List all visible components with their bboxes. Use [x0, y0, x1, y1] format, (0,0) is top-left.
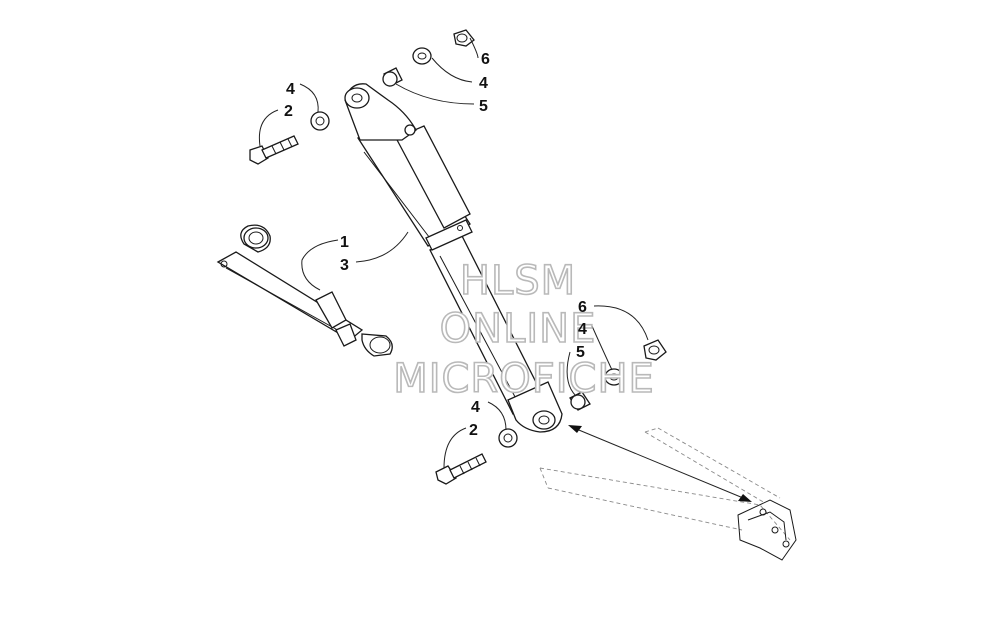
lower-hardware — [435, 339, 667, 485]
callout-3: 3 — [340, 257, 349, 274]
callout-5-right: 5 — [576, 344, 585, 361]
upper-hardware — [249, 29, 475, 165]
watermark-line1: HLSM — [460, 258, 576, 304]
watermark: HLSM ONLINE MICROFICHE — [392, 257, 655, 403]
shock-pump — [216, 224, 393, 357]
watermark-line3: MICROFICHE — [393, 356, 655, 402]
callout-4-right: 4 — [578, 321, 587, 338]
callout-4-top: 4 — [479, 75, 488, 92]
callout-1: 1 — [340, 234, 349, 251]
shock-absorber — [344, 83, 563, 433]
a-arm-ghost — [539, 427, 797, 561]
callout-labels: 4 2 6 4 5 1 3 6 4 5 4 2 — [284, 51, 587, 439]
callout-5-top: 5 — [479, 98, 488, 115]
callout-6-top: 6 — [481, 51, 490, 68]
callout-6-right: 6 — [578, 299, 587, 316]
callout-2-upper-left: 2 — [284, 103, 293, 120]
watermark-line2: ONLINE — [440, 306, 597, 352]
callout-4-lower-left: 4 — [471, 399, 480, 416]
callout-4-upper-left: 4 — [286, 81, 295, 98]
callout-2-lower-left: 2 — [469, 422, 478, 439]
leader-lines — [258, 37, 649, 469]
length-arrow — [568, 425, 752, 502]
